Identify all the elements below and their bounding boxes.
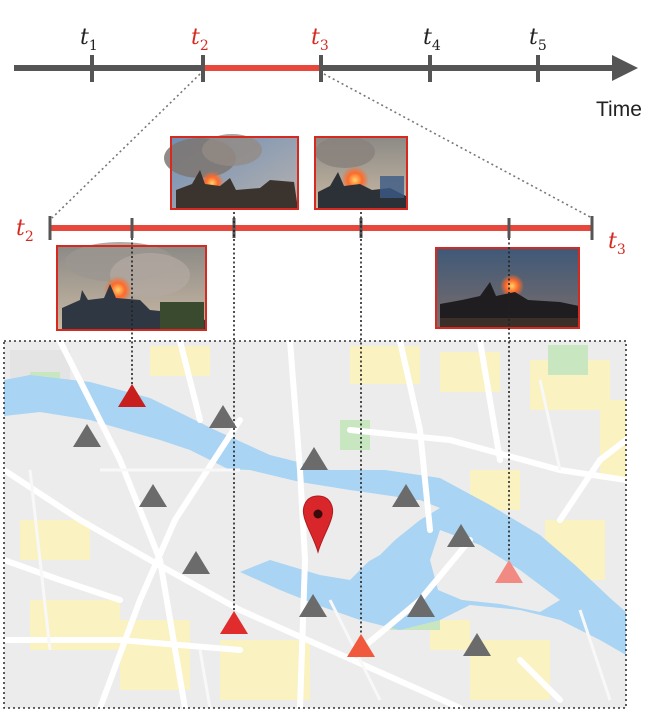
tick-label-t3: t3: [311, 25, 329, 54]
timeline-labels: t1 t2 t3 t4 t5: [80, 25, 547, 54]
map-frame: [3, 340, 627, 709]
gray-marker[interactable]: [299, 594, 327, 617]
timeline-ticks: [90, 55, 540, 82]
gray-marker[interactable]: [182, 551, 210, 574]
red-markers: [118, 384, 523, 657]
tick-label-t4: t4: [423, 25, 441, 54]
timeline-arrowhead: [612, 55, 638, 81]
red-marker-d[interactable]: [495, 560, 523, 583]
gray-marker[interactable]: [392, 484, 420, 507]
gray-marker[interactable]: [209, 405, 237, 428]
main-timeline: t1 t2 t3 t4 t5 Time: [14, 25, 642, 121]
location-pin-icon[interactable]: [302, 495, 334, 554]
gray-marker[interactable]: [73, 424, 101, 447]
tick-label-t1: t1: [80, 25, 98, 54]
zoomed-label-start: t2: [16, 216, 34, 245]
gray-marker[interactable]: [463, 633, 491, 656]
zoom-guides: [51, 73, 593, 219]
red-marker-a[interactable]: [118, 384, 146, 407]
gray-markers: [73, 405, 491, 656]
photo-cathedral-fire-smoke: [164, 134, 299, 210]
red-marker-b[interactable]: [220, 611, 248, 634]
photo-cathedral-fire-night: [435, 247, 580, 329]
time-axis-label: Time: [596, 98, 642, 121]
photo-cathedral-fire-dusk: [314, 136, 408, 210]
map-streets: [4, 341, 626, 708]
red-marker-c[interactable]: [347, 634, 375, 657]
gray-marker[interactable]: [139, 484, 167, 507]
tick-label-t5: t5: [529, 25, 547, 54]
tick-label-t2: t2: [191, 25, 209, 54]
zoom-guide-right: [323, 73, 593, 219]
drop-lines: [131, 212, 510, 634]
gray-marker[interactable]: [300, 447, 328, 470]
map-canal-left: [130, 408, 205, 442]
gray-marker[interactable]: [407, 594, 435, 617]
zoomed-label-end: t3: [608, 229, 626, 258]
gray-marker[interactable]: [447, 524, 475, 547]
photo-cathedral-fire-day: [56, 242, 207, 331]
